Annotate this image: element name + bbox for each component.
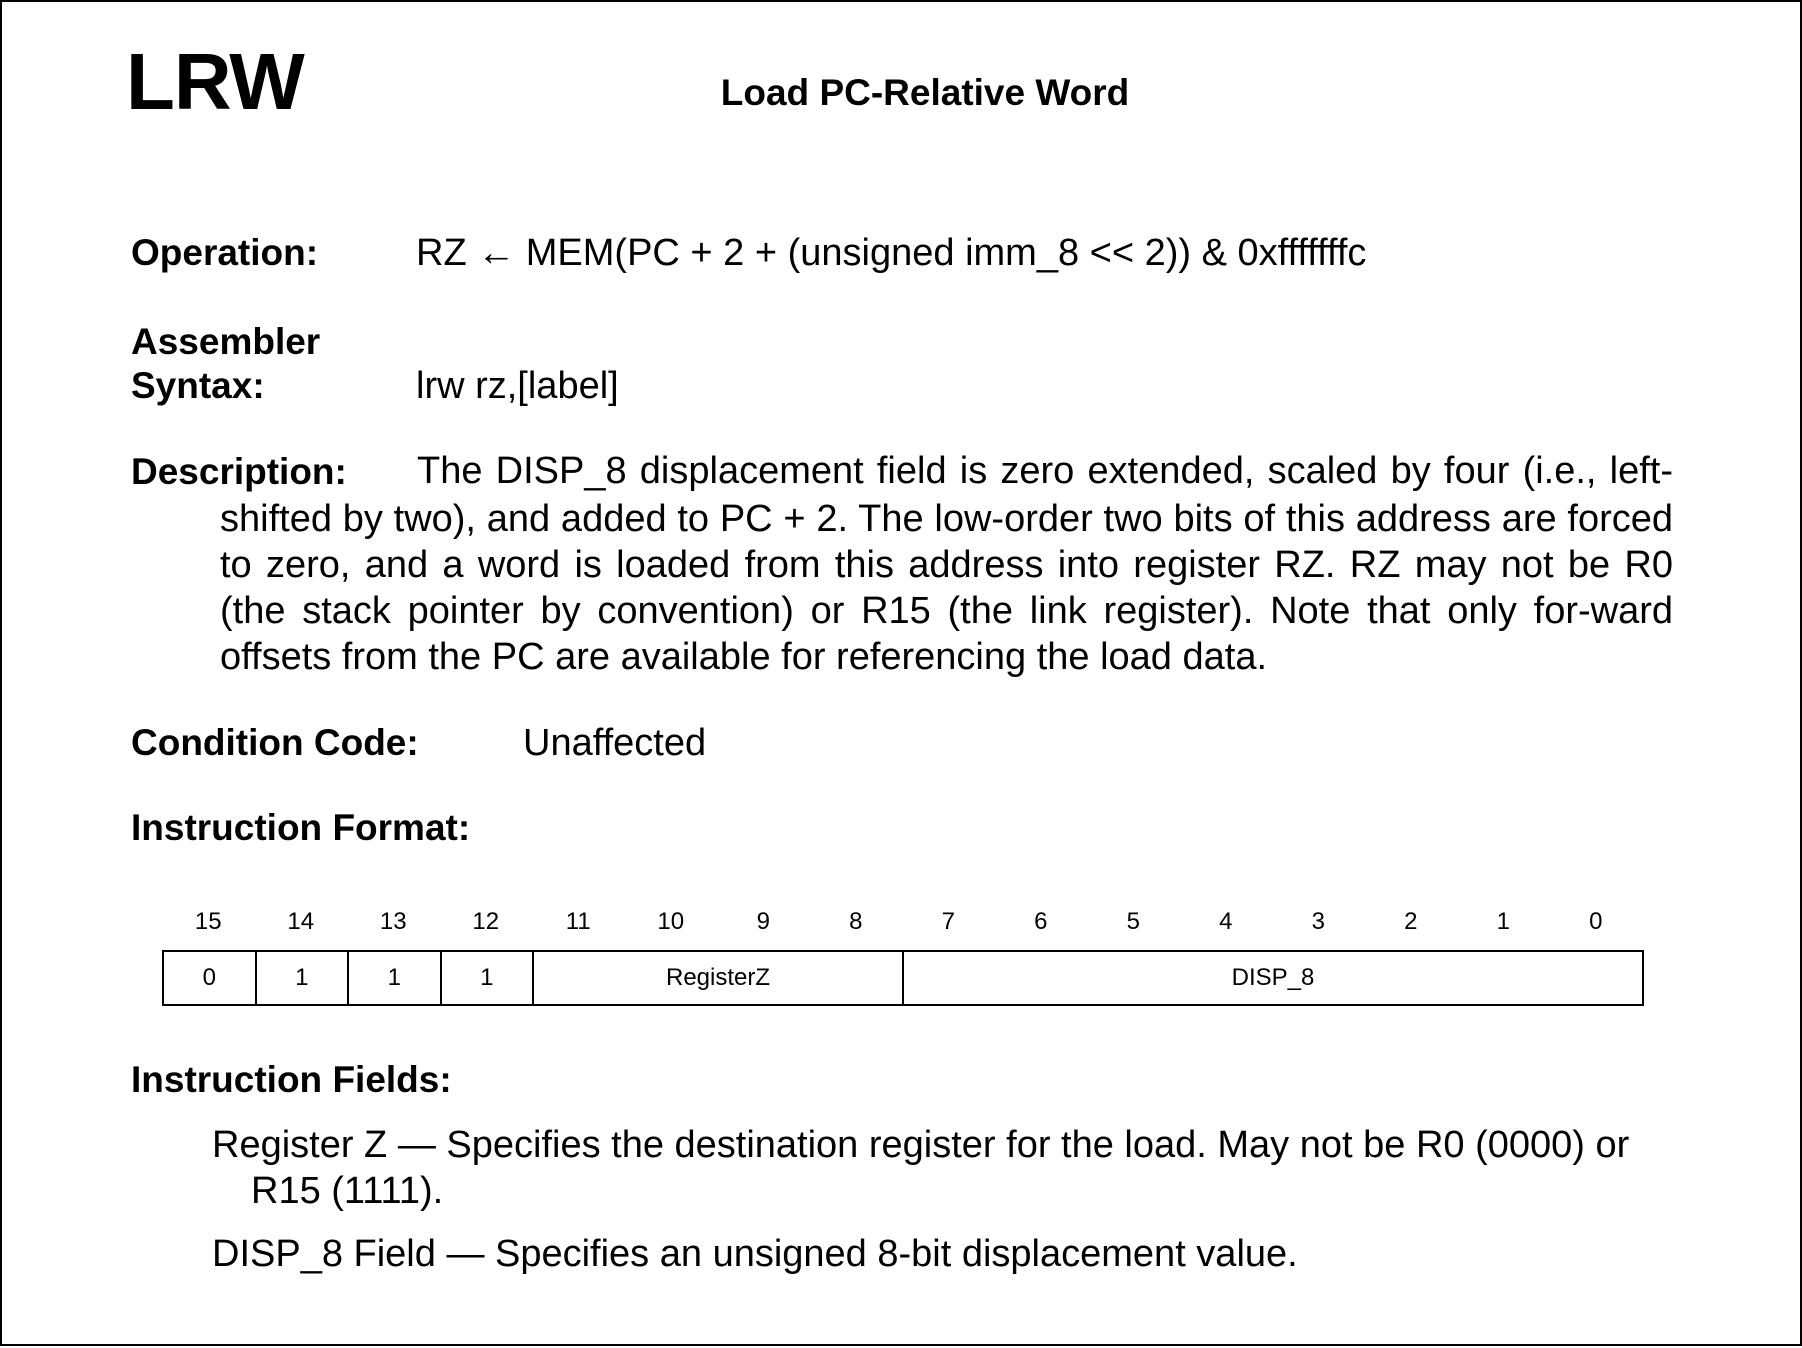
bit-number: 4: [1219, 908, 1233, 935]
opcode-bit-cell: 1: [254, 950, 349, 1006]
instruction-mnemonic: LRW: [126, 37, 305, 126]
bit-number: 1: [1496, 908, 1510, 935]
format-row: 0 1 1 1 RegisterZ DISP_8: [162, 950, 1644, 1006]
register-z-field-cell: RegisterZ: [532, 950, 904, 1006]
bit-number: 5: [1126, 908, 1140, 935]
bit-number: 12: [472, 908, 500, 935]
bit-number-row: 15 14 13 12 11 10 9 8 7 6 5 4 3 2 1 0: [162, 908, 1642, 938]
opcode-bit-cell: 1: [439, 950, 534, 1006]
register-z-desc-line1: Register Z — Specifies the destination r…: [212, 1124, 1630, 1166]
operation-text: RZ ← MEM(PC + 2 + (unsigned imm_8 << 2))…: [416, 232, 1367, 274]
opcode-bit-cell: 1: [347, 950, 442, 1006]
bit-number: 10: [657, 908, 685, 935]
disp8-field-description: DISP_8 Field — Specifies an unsigned 8-b…: [212, 1233, 1298, 1275]
instruction-title: Load PC-Relative Word: [720, 72, 1130, 113]
bit-number: 6: [1034, 908, 1048, 935]
condition-code-value: Unaffected: [523, 722, 707, 764]
syntax-label: Syntax:: [131, 365, 265, 406]
bit-number: 14: [287, 908, 315, 935]
bottom-border: [0, 1344, 1802, 1346]
right-border: [1800, 0, 1802, 1346]
operation-label: Operation:: [131, 232, 319, 273]
register-z-field-description: Register Z — Specifies the destination r…: [212, 1122, 1673, 1214]
description-body: shifted by two), and added to PC + 2. Th…: [220, 498, 1673, 678]
instruction-format-table: 0 1 1 1 RegisterZ DISP_8: [162, 950, 1644, 1006]
bit-number: 13: [379, 908, 407, 935]
bit-number: 11: [565, 908, 591, 935]
assembler-syntax: lrw rz,[label]: [416, 365, 619, 407]
description-label: Description:: [131, 451, 347, 492]
instruction-format-label: Instruction Format:: [131, 807, 471, 848]
top-border: [0, 0, 1802, 2]
assembler-label: Assembler: [131, 321, 321, 362]
opcode-bit-cell: 0: [162, 950, 257, 1006]
bit-number: 7: [941, 908, 955, 935]
left-border: [0, 0, 2, 1346]
condition-code-label: Condition Code:: [131, 722, 419, 763]
bit-number: 0: [1589, 908, 1603, 935]
register-z-desc-line2: R15 (1111).: [251, 1170, 444, 1212]
instruction-fields-label: Instruction Fields:: [131, 1059, 452, 1100]
description-first-line: The DISP_8 displacement field is zero ex…: [417, 450, 1673, 492]
disp8-field-cell: DISP_8: [902, 950, 1644, 1006]
bit-number: 3: [1311, 908, 1325, 935]
bit-number: 9: [756, 908, 770, 935]
bit-number: 15: [194, 908, 222, 935]
bit-number: 2: [1404, 908, 1418, 935]
bit-number: 8: [849, 908, 863, 935]
